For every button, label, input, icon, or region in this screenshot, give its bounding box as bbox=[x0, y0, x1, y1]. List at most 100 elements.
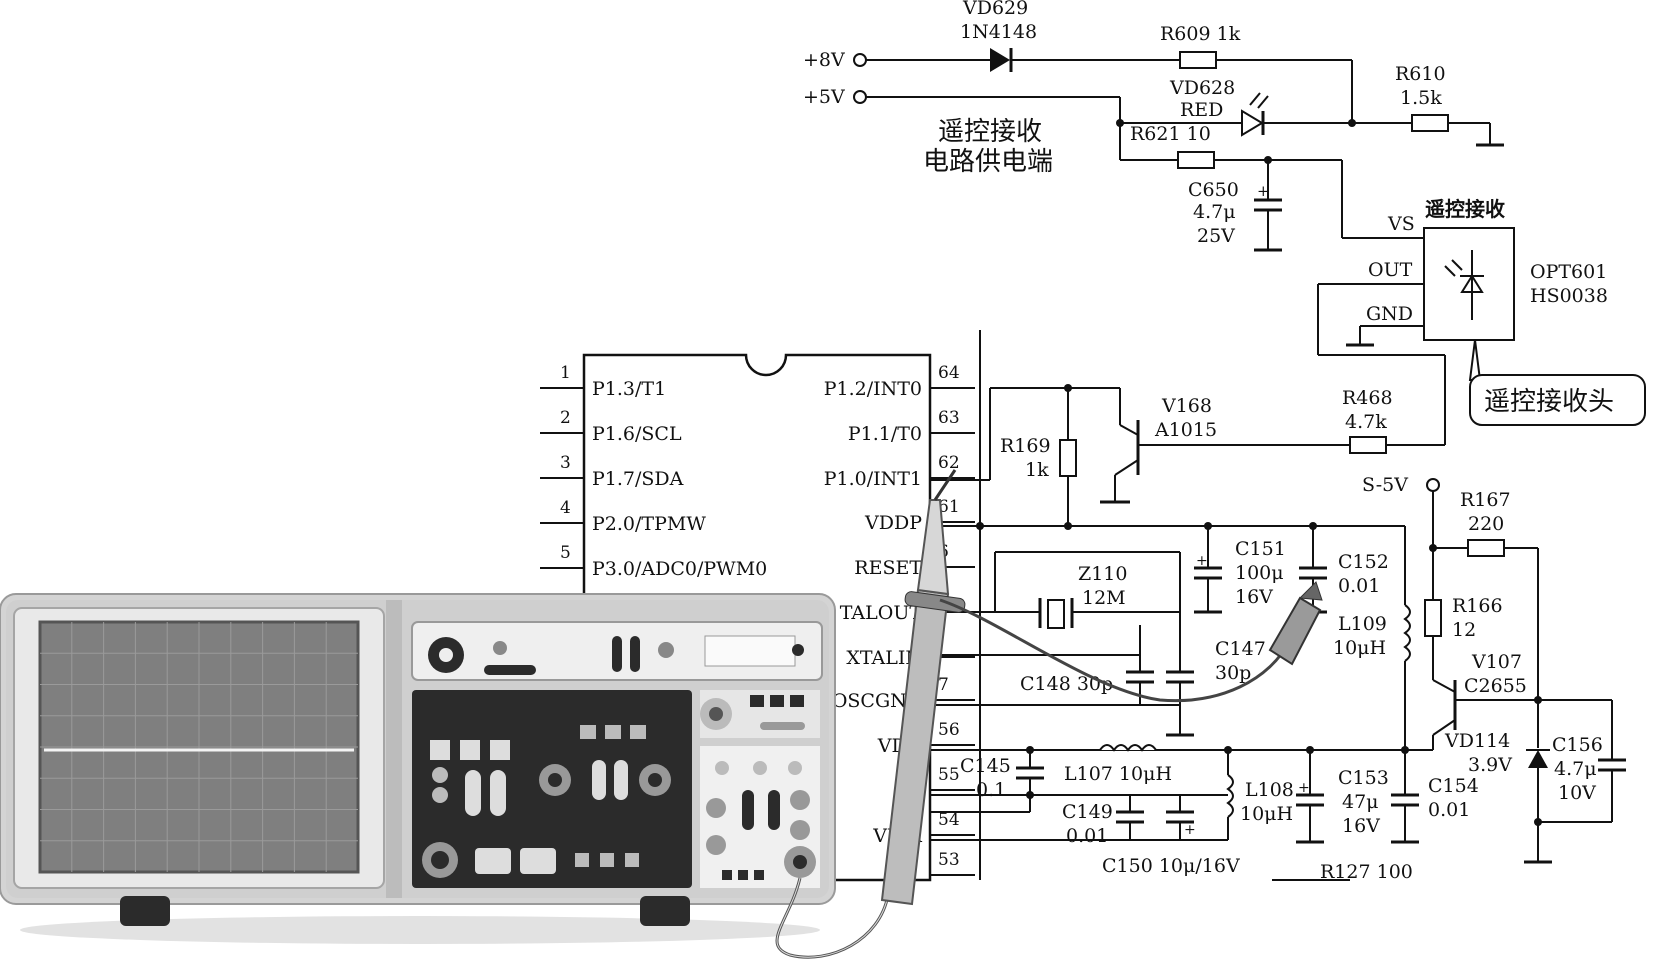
r167-resistor bbox=[1467, 539, 1505, 557]
r609-label: R609 1k bbox=[1160, 23, 1241, 45]
c154-value: 0.01 bbox=[1428, 799, 1470, 821]
vd114-name: VD114 bbox=[1444, 730, 1510, 752]
chip-right-pin-number: 56 bbox=[938, 720, 960, 740]
chip-left-pin-number: 1 bbox=[560, 363, 571, 383]
c151-name: C151 bbox=[1235, 538, 1286, 560]
chip-right-pin-name: P1.2/INT0 bbox=[824, 378, 922, 400]
c153-voltage: 16V bbox=[1342, 815, 1380, 837]
vdd-section: L107 10μH C145 0.1 + C149 0.01 C150 10μ/… bbox=[930, 744, 1479, 883]
c151-voltage: 16V bbox=[1235, 586, 1273, 608]
r621-resistor bbox=[1177, 151, 1215, 169]
l108-value: 10μH bbox=[1240, 803, 1293, 825]
r169-value: 1k bbox=[1025, 459, 1049, 481]
vs-pin-label: VS bbox=[1387, 213, 1415, 235]
c147-name: C147 bbox=[1215, 638, 1266, 660]
r468-name: R468 bbox=[1342, 387, 1393, 409]
chip-right-pin-number: 55 bbox=[938, 765, 960, 785]
probe-ground-clip bbox=[1268, 596, 1322, 666]
c156-name: C156 bbox=[1552, 734, 1603, 756]
c145-name: C145 bbox=[960, 755, 1011, 777]
c650-voltage: 25V bbox=[1197, 225, 1235, 247]
supply-note-line2: 电路供电端 bbox=[923, 147, 1053, 177]
r468-value: 4.7k bbox=[1345, 411, 1387, 433]
chip-right-pin-number: 7 bbox=[938, 675, 949, 695]
chip-left-pin-name: P1.7/SDA bbox=[592, 468, 684, 490]
oscilloscope bbox=[0, 593, 836, 944]
l109-inductor bbox=[1403, 604, 1411, 662]
svg-text:+: + bbox=[1196, 553, 1208, 569]
chip-right-pin-name: P1.0/INT1 bbox=[824, 468, 922, 490]
c156-value: 4.7μ bbox=[1554, 758, 1597, 780]
l109-value: 10μH bbox=[1333, 637, 1386, 659]
svg-text:+: + bbox=[1298, 780, 1310, 796]
chip-right-pin-name: XTALIN bbox=[846, 647, 922, 669]
chip-right-pin-name: OSCGND bbox=[832, 690, 922, 712]
scope-slider-a[interactable] bbox=[465, 770, 481, 816]
opt601-name: OPT601 bbox=[1530, 261, 1607, 283]
scope-switch-b[interactable] bbox=[630, 636, 640, 672]
rx-title: 遥控接收 bbox=[1425, 197, 1505, 221]
vd628-name: VD628 bbox=[1169, 77, 1235, 99]
chip-left-pin-name: P2.0/TPMW bbox=[592, 513, 706, 535]
r610-name: R610 bbox=[1395, 63, 1446, 85]
supply-note-line1: 遥控接收 bbox=[938, 117, 1042, 147]
r166-name: R166 bbox=[1452, 595, 1503, 617]
c650-value: 4.7μ bbox=[1193, 201, 1236, 223]
power-section: +8V +5V VD629 1N4148 R609 1k R610 1.5k V… bbox=[803, 0, 1504, 252]
r609-resistor bbox=[1179, 51, 1217, 69]
chip-right-pin-number: 61 bbox=[938, 497, 960, 517]
scope-switch-a[interactable] bbox=[612, 636, 622, 672]
c650-name: C650 bbox=[1188, 179, 1239, 201]
c153-value: 47μ bbox=[1342, 791, 1379, 813]
vd628-value: RED bbox=[1180, 99, 1223, 121]
vd628-led bbox=[1241, 109, 1264, 137]
c149-value: 0.01 bbox=[1066, 825, 1108, 847]
vd629-diode bbox=[990, 48, 1010, 72]
chip-right-pin-number: 53 bbox=[938, 850, 960, 870]
gnd-pin-label: GND bbox=[1366, 303, 1413, 325]
r167-value: 220 bbox=[1468, 513, 1504, 535]
r169-name: R169 bbox=[1000, 435, 1051, 457]
s5v-section: S-5V R167 220 R166 12 V107 C2655 VD114 bbox=[1362, 474, 1626, 864]
c147-value: 30p bbox=[1215, 662, 1251, 684]
z110-name: Z110 bbox=[1078, 563, 1127, 585]
chip-right-pin-name: TALOUT bbox=[840, 602, 923, 624]
scope-foot-left bbox=[120, 896, 170, 926]
rx-head-label: 遥控接收头 bbox=[1484, 387, 1614, 417]
r169-resistor bbox=[1059, 439, 1077, 477]
transistor-v168-section: V168 A1015 R169 1k R468 4.7k bbox=[930, 384, 1445, 526]
v168-value: A1015 bbox=[1154, 419, 1217, 441]
chip-right-pin-name: VDDP bbox=[864, 512, 922, 534]
vd114-zener bbox=[1528, 750, 1548, 768]
z110-value: 12M bbox=[1082, 587, 1126, 609]
vd629-value: 1N4148 bbox=[960, 21, 1037, 43]
chip-right-pin-number: 62 bbox=[938, 453, 960, 473]
rx-head-callout bbox=[1469, 374, 1646, 426]
vddp-section: + C151 100μ 16V C152 0.01 L109 10μH Z110… bbox=[930, 522, 1411, 750]
c152-name: C152 bbox=[1338, 551, 1389, 573]
chip-left-pin-number: 2 bbox=[560, 408, 571, 428]
c148-label: C148 30p bbox=[1020, 673, 1113, 695]
l107-label: L107 10μH bbox=[1064, 763, 1172, 785]
vd629-name: VD629 bbox=[962, 0, 1028, 19]
c151-value: 100μ bbox=[1235, 562, 1284, 584]
s5v-label: S-5V bbox=[1362, 474, 1408, 496]
chip-left-pin-number: 3 bbox=[560, 453, 571, 473]
l107-inductor bbox=[1099, 744, 1157, 752]
svg-text:+: + bbox=[1257, 182, 1270, 200]
r166-resistor bbox=[1424, 599, 1442, 637]
scope-slider-b[interactable] bbox=[490, 770, 506, 816]
r610-value: 1.5k bbox=[1400, 87, 1442, 109]
chip-left-pin-name: P1.3/T1 bbox=[592, 378, 666, 400]
r127-label: R127 100 bbox=[1320, 861, 1413, 883]
chip-right-pin-number: 63 bbox=[938, 408, 960, 428]
s5v-terminal bbox=[1426, 478, 1440, 492]
r610-resistor bbox=[1411, 114, 1449, 132]
r166-value: 12 bbox=[1452, 619, 1476, 641]
probe-tip bbox=[933, 469, 957, 501]
v8-label: +8V bbox=[803, 49, 845, 71]
l108-name: L108 bbox=[1245, 779, 1294, 801]
chip-left-pin-name: P1.6/SCL bbox=[592, 423, 682, 445]
